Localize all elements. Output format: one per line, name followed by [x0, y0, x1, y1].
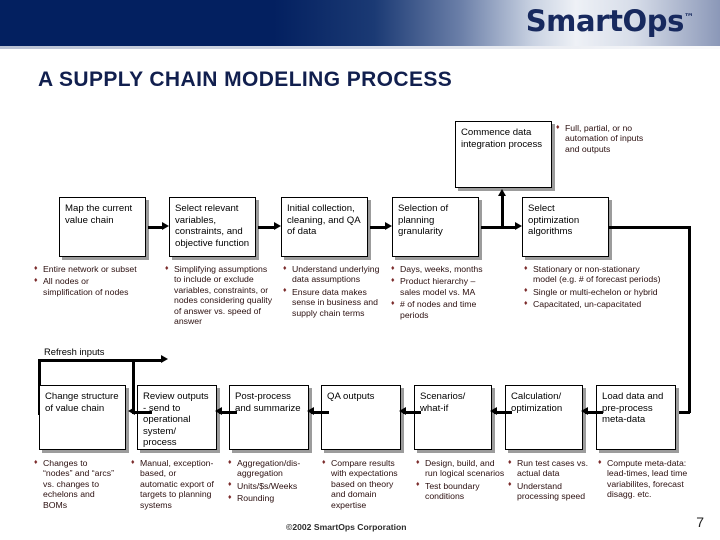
arrowhead-row1-3	[385, 222, 392, 230]
connector-right-wrap-vertical	[688, 226, 691, 413]
connector-row2-6	[585, 411, 603, 414]
connector-row2-3	[311, 411, 329, 414]
bullet-item: Compare results with expectations based …	[322, 457, 410, 510]
refresh-inputs-label: Refresh inputs	[44, 346, 105, 357]
connector-row1-2	[258, 226, 275, 229]
page-title: A SUPPLY CHAIN MODELING PROCESS	[38, 68, 453, 91]
bullet-list-review-outputs: Manual, exception-based, or automatic ex…	[131, 457, 215, 512]
bullet-item: Aggregation/dis-aggregation	[228, 458, 312, 479]
bullet-list-scenarios-what-if: Design, build, and run logical scenarios…	[416, 458, 506, 504]
process-box-initial-collection-cleaning-qa[interactable]: Initial collection, cleaning, and QA of …	[281, 197, 368, 257]
bullet-list-planning-granularity: Days, weeks, months Product hierarchy – …	[391, 263, 495, 322]
arrowhead-row1-2	[274, 222, 281, 230]
bullet-item: Design, build, and run logical scenarios	[416, 458, 506, 479]
bullet-item: Stationary or non-stationary model (e.g.…	[524, 264, 664, 285]
connector-row2-5	[494, 411, 512, 414]
process-box-selection-of-planning-granularity[interactable]: Selection of planning granularity	[392, 197, 479, 257]
arrowhead-row2-2	[215, 407, 222, 415]
bullet-list-top: Full, partial, or no automation of input…	[556, 122, 646, 156]
bullet-item: Capacitated, un-capacitated	[524, 299, 664, 310]
arrowhead-row2-4	[399, 407, 406, 415]
bullet-list-qa-outputs: Compare results with expectations based …	[322, 457, 410, 512]
bullet-item: Days, weeks, months	[391, 263, 495, 274]
copyright-notice: ©2002 SmartOps Corporation	[286, 522, 407, 532]
connector-row1-3	[370, 226, 386, 229]
connector-row2-4	[403, 411, 421, 414]
bullet-item: # of nodes and time periods	[391, 299, 495, 320]
bullet-item: Simplifying assumptions to include or ex…	[165, 263, 275, 326]
bullet-item: Test boundary conditions	[416, 480, 506, 502]
bullet-item: All nodes or simplification of nodes	[34, 276, 138, 297]
connector-refresh-down-to-review	[132, 359, 135, 412]
process-box-post-process-and-summarize[interactable]: Post-process and summarize	[229, 385, 309, 450]
process-box-select-optimization-algorithms[interactable]: Select optimization algorithms	[522, 197, 609, 257]
page-number: 7	[696, 514, 704, 530]
arrowhead-row2-3	[307, 407, 314, 415]
bullet-item: Understand underlying data assumptions	[283, 264, 381, 285]
bullet-item: Entire network or subset	[34, 263, 138, 274]
bullet-item: Single or multi-echelon or hybrid	[524, 286, 664, 297]
bullet-item: Product hierarchy – sales model vs. MA	[391, 276, 495, 297]
bullet-item: Full, partial, or no automation of input…	[556, 122, 646, 154]
process-box-scenarios-what-if[interactable]: Scenarios/ what-if	[414, 385, 492, 450]
arrowhead-up-to-commence	[498, 189, 506, 196]
bullet-list-load-data: Compute meta-data: lead-times, lead time…	[598, 458, 690, 502]
bullet-item: Understand processing speed	[508, 480, 592, 502]
connector-refresh-top	[38, 359, 163, 362]
process-box-commence-data-integration[interactable]: Commence data integration process	[455, 121, 552, 188]
trademark-symbol: ™	[684, 12, 694, 24]
bullet-list-initial-collection: Understand underlying data assumptions E…	[283, 264, 381, 320]
bullet-list-post-process: Aggregation/dis-aggregation Units/$s/Wee…	[228, 458, 312, 506]
bullet-list-optimization-algorithms: Stationary or non-stationary model (e.g.…	[524, 264, 664, 312]
bullet-list-select-relevant-variables: Simplifying assumptions to include or ex…	[165, 263, 275, 328]
bullet-item: Changes to “nodes” and “arcs” vs. change…	[34, 457, 118, 510]
bullet-list-map-current-value-chain: Entire network or subset All nodes or si…	[34, 263, 138, 299]
connector-branch-up-to-commence	[501, 196, 504, 227]
bullet-item: Manual, exception-based, or automatic ex…	[131, 457, 215, 510]
arrowhead-row1-1	[162, 222, 169, 230]
bullet-item: Units/$s/Weeks	[228, 480, 312, 491]
bullet-list-change-structure: Changes to “nodes” and “arcs” vs. change…	[34, 457, 118, 512]
connector-right-wrap-bottom	[665, 411, 690, 414]
header-banner-shadow	[0, 46, 720, 49]
process-box-map-current-value-chain[interactable]: Map the current value chain	[59, 197, 146, 257]
smartops-logo: SmartOps™	[526, 4, 694, 38]
connector-row2-1	[132, 411, 152, 414]
process-box-calculation-optimization[interactable]: Calculation/ optimization	[505, 385, 583, 450]
bullet-item: Compute meta-data: lead-times, lead time…	[598, 458, 690, 500]
connector-right-wrap-top	[609, 226, 691, 229]
logo-text: SmartOps	[525, 4, 685, 38]
process-box-qa-outputs[interactable]: QA outputs	[321, 385, 401, 450]
connector-row1-1	[148, 226, 164, 229]
process-box-change-structure-of-value-chain[interactable]: Change structure of value chain	[39, 385, 126, 450]
process-box-select-relevant-variables[interactable]: Select relevant variables, constraints, …	[169, 197, 256, 257]
arrowhead-refresh-inputs	[161, 355, 168, 363]
arrowhead-row2-1	[128, 407, 135, 415]
arrowhead-row1-4	[515, 222, 522, 230]
process-box-load-data-and-pre-process[interactable]: Load data and pre-process meta-data	[596, 385, 676, 450]
bullet-item: Ensure data makes sense in business and …	[283, 286, 381, 318]
process-box-review-outputs[interactable]: Review outputs - send to operational sys…	[137, 385, 217, 450]
connector-row1-4	[481, 226, 516, 229]
connector-row2-2	[219, 411, 237, 414]
arrowhead-row2-6	[581, 407, 588, 415]
header-banner	[0, 0, 720, 46]
bullet-item: Rounding	[228, 493, 312, 504]
bullet-list-calculation-optimization: Run test cases vs. actual data Understan…	[508, 458, 592, 504]
bullet-item: Run test cases vs. actual data	[508, 458, 592, 479]
arrowhead-row2-5	[490, 407, 497, 415]
